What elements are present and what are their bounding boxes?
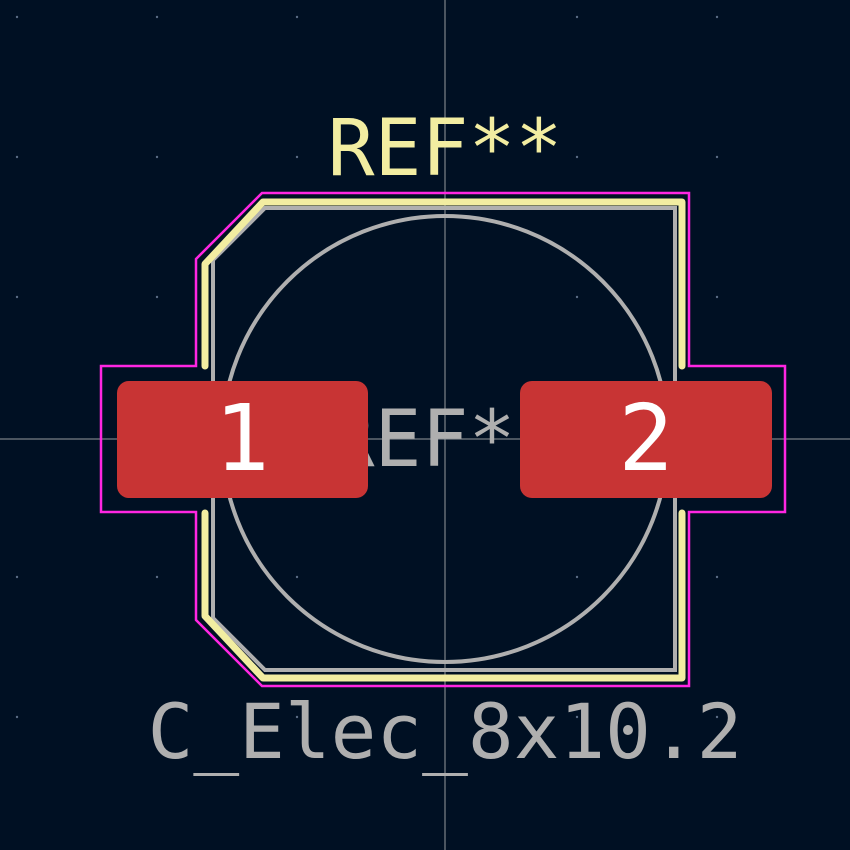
grid-dot xyxy=(295,575,299,579)
grid-dot xyxy=(155,295,159,299)
grid-dot xyxy=(575,15,579,19)
pad-2-number: 2 xyxy=(618,385,673,492)
silkscreen-outline xyxy=(201,198,686,682)
grid-dot xyxy=(715,15,719,19)
grid-dot xyxy=(715,575,719,579)
silk-top-segment xyxy=(201,198,686,370)
reference-designator: REF** xyxy=(328,104,563,194)
grid-dot xyxy=(15,575,19,579)
grid-dot xyxy=(295,155,299,159)
grid-dot xyxy=(715,715,719,719)
pad-1[interactable]: 1 xyxy=(117,381,368,498)
footprint-value-text: C_Elec_8x10.2 xyxy=(148,687,743,776)
grid-dot xyxy=(715,295,719,299)
grid-dot xyxy=(295,715,299,719)
grid-dot xyxy=(575,575,579,579)
grid-dot xyxy=(575,295,579,299)
grid-dot xyxy=(15,15,19,19)
pad-2-copper[interactable] xyxy=(520,381,772,498)
grid-dot xyxy=(155,575,159,579)
pad-1-number: 1 xyxy=(214,385,269,492)
grid-dot xyxy=(15,295,19,299)
grid-dot xyxy=(715,155,719,159)
grid-dot xyxy=(155,155,159,159)
grid-dot xyxy=(15,155,19,159)
grid-dot xyxy=(155,15,159,19)
grid-dots xyxy=(15,15,719,719)
pad-1-copper[interactable] xyxy=(117,381,368,498)
pad-2[interactable]: 2 xyxy=(520,381,772,498)
grid-dot xyxy=(295,15,299,19)
grid-dot xyxy=(155,715,159,719)
grid-dot xyxy=(575,155,579,159)
grid-dot xyxy=(15,715,19,719)
courtyard-outline xyxy=(99,191,787,688)
silk-bottom-segment xyxy=(201,509,686,682)
grid-dot xyxy=(575,715,579,719)
